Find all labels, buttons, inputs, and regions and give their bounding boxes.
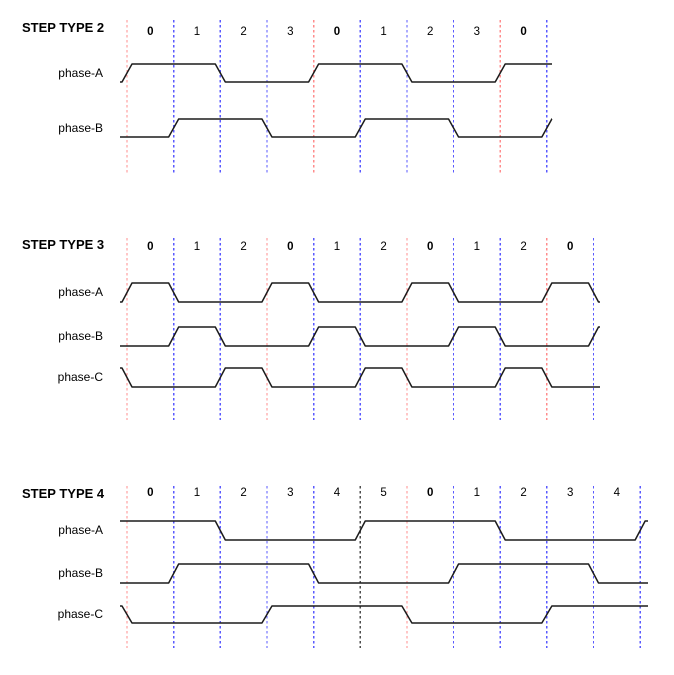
step-number: 3 bbox=[474, 26, 480, 38]
waveform-phase-a bbox=[120, 282, 600, 303]
step-number: 4 bbox=[334, 487, 341, 499]
step-number: 2 bbox=[380, 241, 386, 253]
step-number: 0 bbox=[287, 241, 293, 253]
step-type-4-phase-b-label: phase-B bbox=[58, 566, 103, 580]
step-number: 2 bbox=[427, 26, 433, 38]
waveform-phase-a bbox=[120, 63, 552, 83]
waveform-phase-c bbox=[120, 367, 600, 388]
step-number: 0 bbox=[567, 241, 573, 253]
step-type-2-title: STEP TYPE 2 bbox=[22, 20, 105, 35]
step-number: 3 bbox=[287, 487, 293, 499]
step-number: 1 bbox=[474, 241, 480, 253]
step-number: 1 bbox=[194, 241, 200, 253]
step-number: 1 bbox=[474, 487, 480, 499]
step-type-3-phase-c-label: phase-C bbox=[57, 370, 103, 384]
step-type-2-phase-a-label: phase-A bbox=[58, 66, 103, 80]
step-number: 2 bbox=[240, 241, 246, 253]
step-number: 2 bbox=[240, 487, 246, 499]
step-number: 5 bbox=[380, 487, 386, 499]
step-type-3-title: STEP TYPE 3 bbox=[22, 237, 105, 252]
waveform-phase-b bbox=[120, 118, 553, 138]
step-type-2-phase-b-label: phase-B bbox=[58, 121, 103, 135]
step-type-3-phase-a-label: phase-A bbox=[58, 285, 103, 299]
waveform-phase-c bbox=[120, 605, 648, 624]
step-number: 0 bbox=[147, 26, 153, 38]
step-type-4-phase-a-label: phase-A bbox=[58, 523, 103, 537]
waveform-phase-a bbox=[120, 520, 648, 541]
step-number: 1 bbox=[380, 26, 386, 38]
step-number: 0 bbox=[147, 241, 153, 253]
step-type-4-phase-c-label: phase-C bbox=[57, 607, 103, 621]
step-number: 1 bbox=[194, 487, 200, 499]
step-number: 0 bbox=[427, 241, 433, 253]
step-number: 1 bbox=[194, 26, 200, 38]
step-number: 3 bbox=[287, 26, 293, 38]
step-number: 0 bbox=[334, 26, 340, 38]
waveform-phase-b bbox=[120, 563, 648, 584]
step-number: 0 bbox=[427, 487, 433, 499]
step-number: 1 bbox=[334, 241, 340, 253]
step-number: 4 bbox=[614, 487, 621, 499]
step-number: 2 bbox=[240, 26, 246, 38]
step-number: 0 bbox=[520, 26, 526, 38]
step-type-4-title: STEP TYPE 4 bbox=[22, 486, 105, 501]
step-number: 3 bbox=[567, 487, 573, 499]
step-number: 2 bbox=[520, 241, 526, 253]
step-number: 0 bbox=[147, 487, 153, 499]
step-number: 2 bbox=[520, 487, 526, 499]
step-type-3-phase-b-label: phase-B bbox=[58, 329, 103, 343]
waveform-phase-b bbox=[120, 326, 600, 347]
